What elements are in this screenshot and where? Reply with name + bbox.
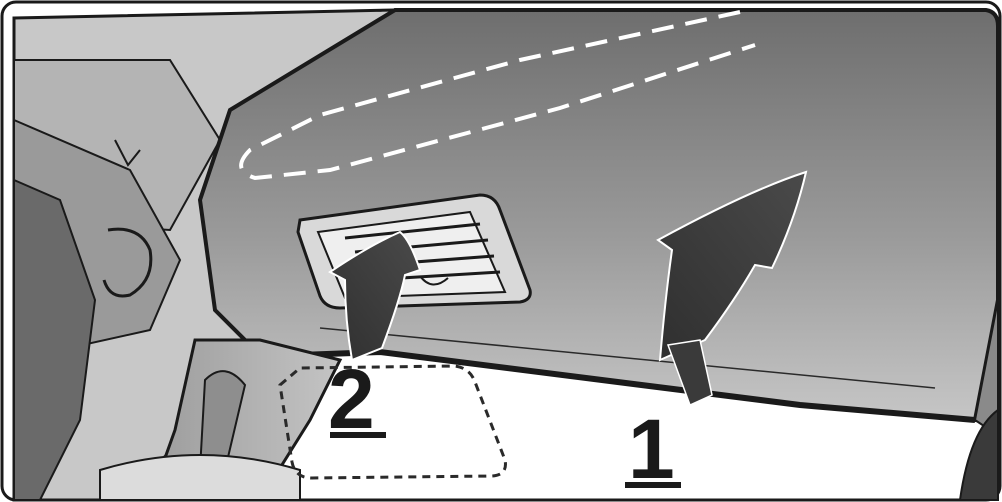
step-underline-2 [330, 432, 386, 438]
step-label-2: 2 [328, 352, 386, 446]
headliner-panel [197, 8, 1000, 423]
step-number-2: 2 [328, 352, 375, 446]
curved-arrow-icon [328, 230, 422, 362]
dashed-outline-lower [278, 364, 507, 480]
left-interior [12, 8, 401, 502]
step-label-1: 1 [625, 402, 681, 496]
step-number-1: 1 [628, 402, 675, 496]
dashed-outline-upper [239, 10, 756, 181]
step-underline-1 [625, 482, 681, 488]
curved-arrow-icon [656, 170, 808, 407]
a-pillar-trim [99, 338, 343, 502]
